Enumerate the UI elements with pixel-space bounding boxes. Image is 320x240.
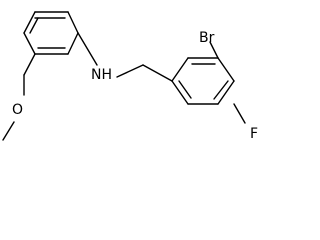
amine-label: NH — [91, 67, 112, 83]
molecule-drawing: NH Br F O — [2, 11, 258, 142]
fluorine-label: F — [250, 126, 258, 142]
anisidine-ring — [23, 11, 79, 55]
substituent-bonds — [209, 41, 246, 124]
bromine-label: Br — [199, 30, 215, 46]
structure-canvas: NH Br F O — [2, 11, 259, 142]
bromofluorophenyl-ring — [171, 57, 235, 105]
amine-linkage — [77, 32, 173, 82]
methoxy-group — [2, 53, 36, 141]
oxygen-label: O — [12, 102, 23, 118]
